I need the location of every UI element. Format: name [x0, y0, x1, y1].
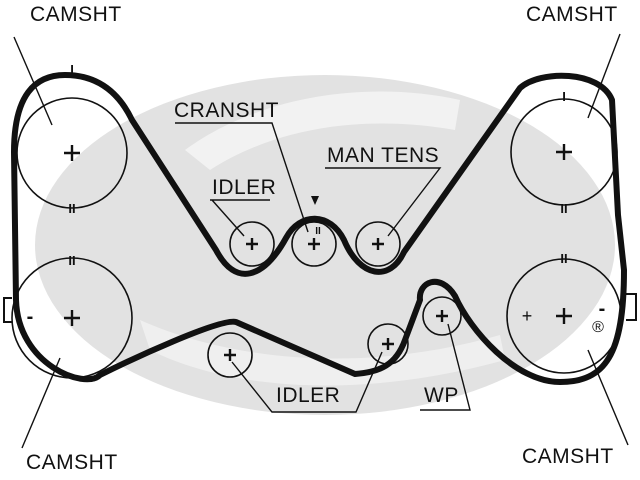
crankshaft-timing-arrow — [311, 196, 319, 205]
center-cross-idler-top — [246, 238, 258, 250]
crankshaft-pulley — [291, 221, 337, 267]
bracket-right — [626, 293, 637, 321]
plus-mark-bottom-right: + — [522, 306, 533, 326]
leader-camsht-bottom-left — [21, 357, 61, 449]
center-cross-top-right — [556, 144, 572, 160]
label-man-tens: MAN TENS — [327, 144, 440, 167]
logo-swoosh-bottom — [140, 320, 505, 386]
minus-mark-bottom-right: - — [599, 298, 606, 320]
leader-wp — [420, 323, 471, 411]
leader-man-tens — [325, 167, 442, 237]
center-cross-crankshaft — [308, 238, 320, 250]
center-cross-bottom-right — [556, 308, 572, 324]
center-cross-water-pump — [436, 310, 448, 322]
idler-pulley-bottom-left — [207, 332, 253, 378]
leader-idler-bottom — [231, 351, 383, 413]
timing-mark-top-right-inner: II — [560, 201, 567, 216]
label-cranksht: CRANSHT — [174, 99, 280, 122]
bracket-left — [3, 297, 12, 323]
leader-camsht-top-right — [587, 33, 621, 119]
timing-mark-top-right-outer: I — [562, 89, 566, 104]
leader-cranksht — [175, 122, 309, 233]
label-camsht-bottom-left: CAMSHT — [26, 451, 118, 474]
idler-pulley-top — [229, 221, 275, 267]
label-camsht-top-right: CAMSHT — [526, 3, 618, 26]
timing-mark-top-left-inner: II — [68, 201, 75, 216]
center-cross-tensioner — [372, 238, 384, 250]
timing-belt — [11, 72, 627, 385]
label-idler-bottom: IDLER — [276, 384, 341, 407]
center-cross-idler-bottom-right — [382, 338, 394, 350]
leader-camsht-top-left — [13, 36, 53, 126]
timing-mark-top-left-outer: I — [70, 62, 74, 77]
timing-mark-crankshaft: II — [315, 226, 321, 237]
registered-mark: ® — [592, 319, 604, 336]
center-cross-top-left — [64, 145, 80, 161]
timing-mark-bottom-left-inner: II — [68, 253, 75, 268]
leader-idler-top — [210, 199, 270, 237]
label-wp: WP — [424, 384, 459, 407]
tensioner-pulley — [355, 221, 401, 267]
timing-mark-bottom-right-inner: II — [560, 251, 567, 266]
label-camsht-bottom-right: CAMSHT — [522, 445, 614, 468]
leader-camsht-bottom-right — [587, 349, 629, 446]
center-cross-idler-bottom-left — [224, 349, 236, 361]
center-cross-bottom-left — [64, 310, 80, 326]
logo-swoosh-top — [185, 91, 460, 170]
label-camsht-top-left: CAMSHT — [30, 3, 122, 26]
label-idler-top: IDLER — [212, 176, 277, 199]
minus-mark-bottom-left: - — [27, 306, 34, 328]
water-pump-pulley — [422, 296, 462, 336]
